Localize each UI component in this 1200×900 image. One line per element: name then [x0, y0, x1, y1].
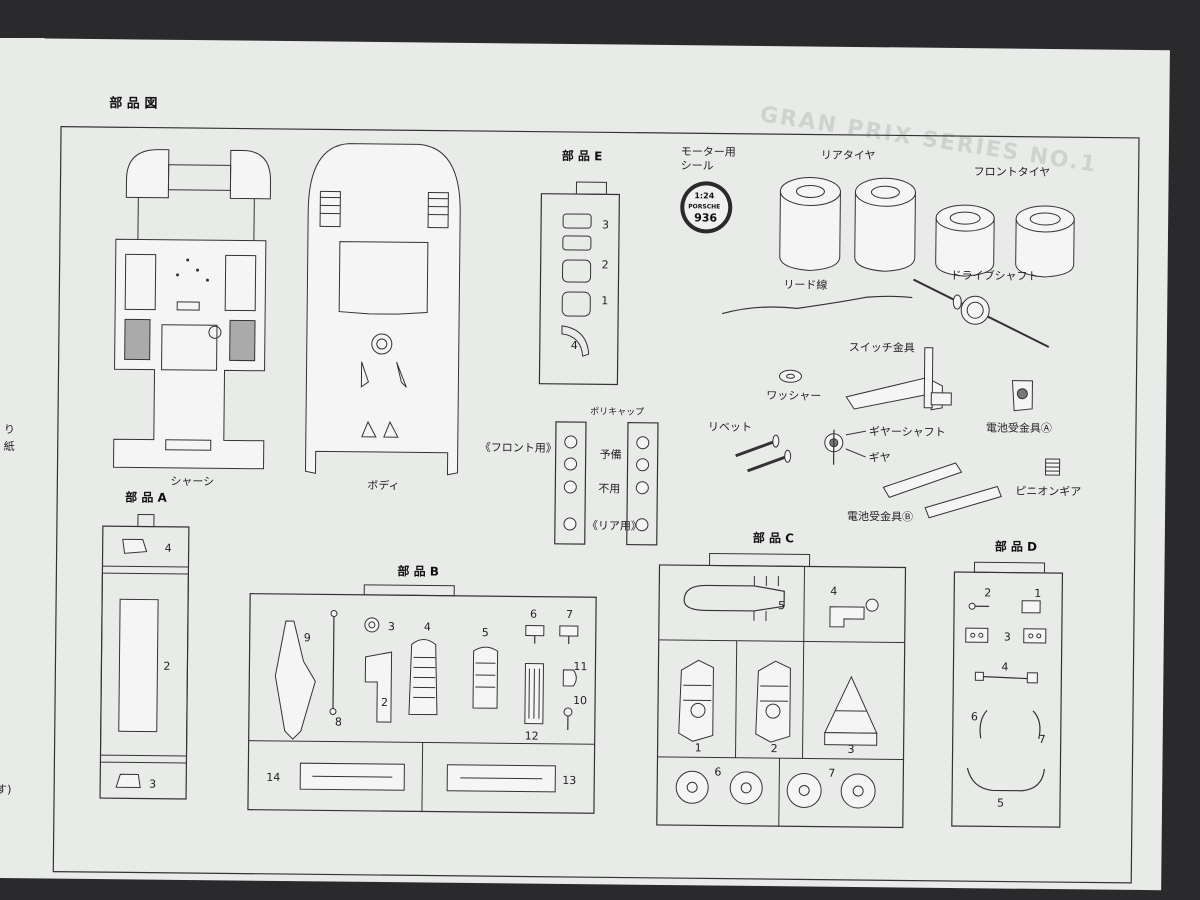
drive-shaft-label: ドライブシャフト	[950, 268, 1038, 283]
battery-a-label: 電池受金具Ⓐ	[986, 420, 1052, 435]
part-d-num-7: 7	[1039, 733, 1046, 746]
gear-shaft-label: ギヤーシャフト	[869, 425, 946, 439]
washer: ワッシャー	[766, 369, 821, 403]
part-b-num-13: 13	[562, 774, 576, 787]
part-b-num-5: 5	[482, 626, 489, 639]
part-b-num-10: 10	[573, 694, 587, 707]
lead-wire-label: リード線	[783, 277, 827, 291]
polycap-unused-label: 不用	[598, 482, 620, 495]
part-a-sprue: 部 品 A 4 2 3	[99, 489, 190, 800]
part-c-num-4: 4	[830, 585, 837, 598]
part-c-sprue: 部 品 C 5 4 1 2 3 6 7	[656, 530, 907, 829]
part-e-title: 部 品 E	[562, 148, 603, 163]
motor-seal: モーター用 シール 1:24 PORSCHE 936	[680, 145, 736, 234]
part-b-num-12: 12	[525, 730, 539, 743]
part-d-num-4: 4	[1001, 661, 1008, 674]
rear-tire-2	[854, 177, 916, 272]
rivets: リベット	[708, 420, 792, 473]
battery-b-label: 電池受金具Ⓑ	[847, 509, 913, 524]
part-b-num-2: 2	[381, 696, 388, 709]
battery-contact-a: 電池受金具Ⓐ	[986, 380, 1052, 435]
part-d-num-2: 2	[984, 586, 991, 599]
main-frame	[52, 126, 1140, 884]
part-b-title: 部 品 B	[397, 563, 439, 578]
front-tire-label: フロントタイヤ	[974, 165, 1051, 179]
lead-wire: リード線	[721, 277, 913, 315]
instruction-sheet: り 紙 す) GRAN PRIX SERIES NO.1 部 品 図 シャーシ	[0, 38, 1170, 891]
polycap-title: ポリキャップ	[590, 406, 644, 418]
seal-scale: 1:24	[694, 191, 714, 200]
part-e-sprue: 部 品 E 3 2 1 4	[538, 148, 621, 386]
part-d-num-6: 6	[971, 710, 978, 723]
part-c-num-6: 6	[714, 766, 721, 779]
front-tire-2	[1015, 205, 1075, 278]
polycap-sprue: ポリキャップ 《フロント用》 予備 不用 《リア用》	[480, 406, 659, 546]
battery-contact-b: 電池受金具Ⓑ	[847, 462, 1002, 524]
part-d-num-3: 3	[1004, 631, 1011, 644]
part-b-num-11: 11	[573, 660, 587, 673]
part-b-num-4: 4	[424, 620, 431, 633]
polycap-rear-label: 《リア用》	[587, 519, 642, 533]
part-c-num-5: 5	[778, 599, 785, 612]
edge-fragment-1: り	[4, 423, 15, 436]
seal-number: 936	[694, 211, 717, 224]
chassis-label: シャーシ	[170, 475, 214, 488]
part-e-num-3: 3	[602, 218, 609, 231]
polycap-spare-label: 予備	[600, 448, 622, 461]
part-b-num-6: 6	[530, 608, 537, 621]
motor-seal-label-1: モーター用	[681, 145, 736, 159]
body-drawing: ボディ	[304, 143, 461, 492]
part-b-sprue: 部 品 B 9 8 3 2 4 5 6 7 11 10 12 14	[247, 563, 597, 814]
part-e-num-4: 4	[571, 339, 578, 352]
rivet-label: リベット	[708, 420, 752, 433]
part-d-num-1: 1	[1034, 587, 1041, 600]
switch-bracket-label: スイッチ金具	[849, 340, 915, 355]
part-c-num-7: 7	[828, 767, 835, 780]
part-a-num-3: 3	[149, 778, 156, 791]
switch-bracket: スイッチ金具	[845, 340, 952, 411]
chassis-drawing: シャーシ	[113, 149, 272, 488]
part-e-num-2: 2	[602, 258, 609, 271]
part-b-num-14: 14	[266, 771, 280, 784]
edge-fragment-2: 紙	[4, 439, 15, 453]
part-c-num-3: 3	[848, 743, 855, 756]
body-label: ボディ	[367, 478, 399, 492]
part-d-num-5: 5	[997, 796, 1004, 809]
tires: リアタイヤ フロントタイヤ	[779, 149, 1075, 278]
parts-diagram: り 紙 す) GRAN PRIX SERIES NO.1 部 品 図 シャーシ	[0, 95, 1140, 884]
drive-shaft: ドライブシャフト	[913, 268, 1050, 348]
gear-label: ギヤ	[869, 451, 891, 464]
part-c-num-1: 1	[695, 741, 702, 754]
front-tire-1	[935, 204, 995, 277]
part-a-num-2: 2	[163, 660, 170, 673]
pinion-gear: ピニオンギア	[1015, 458, 1081, 499]
part-c-num-2: 2	[771, 742, 778, 755]
part-b-num-3: 3	[388, 620, 395, 633]
part-a-title: 部 品 A	[125, 489, 168, 504]
edge-fragment-3: す)	[0, 783, 11, 796]
rear-tire-1	[779, 176, 841, 271]
part-b-num-9: 9	[304, 631, 311, 644]
part-e-num-1: 1	[601, 294, 608, 307]
part-b-num-8: 8	[335, 716, 342, 729]
part-c-title: 部 品 C	[753, 530, 795, 545]
part-d-title: 部 品 D	[995, 538, 1038, 553]
motor-seal-label-2: シール	[681, 159, 714, 172]
seal-brand: PORSCHE	[688, 203, 720, 210]
part-a-num-4: 4	[165, 542, 172, 555]
pinion-label: ピニオンギア	[1015, 485, 1081, 499]
rear-tire-label: リアタイヤ	[821, 149, 876, 163]
gear-assembly: ギヤーシャフト ギヤ	[824, 425, 946, 465]
polycap-front-label: 《フロント用》	[480, 441, 557, 455]
sheet-title: 部 品 図	[109, 95, 157, 112]
part-b-num-7: 7	[566, 608, 573, 621]
part-d-sprue: 部 品 D 2 1 3 4 6 7 5	[951, 538, 1064, 828]
washer-label: ワッシャー	[766, 389, 821, 403]
